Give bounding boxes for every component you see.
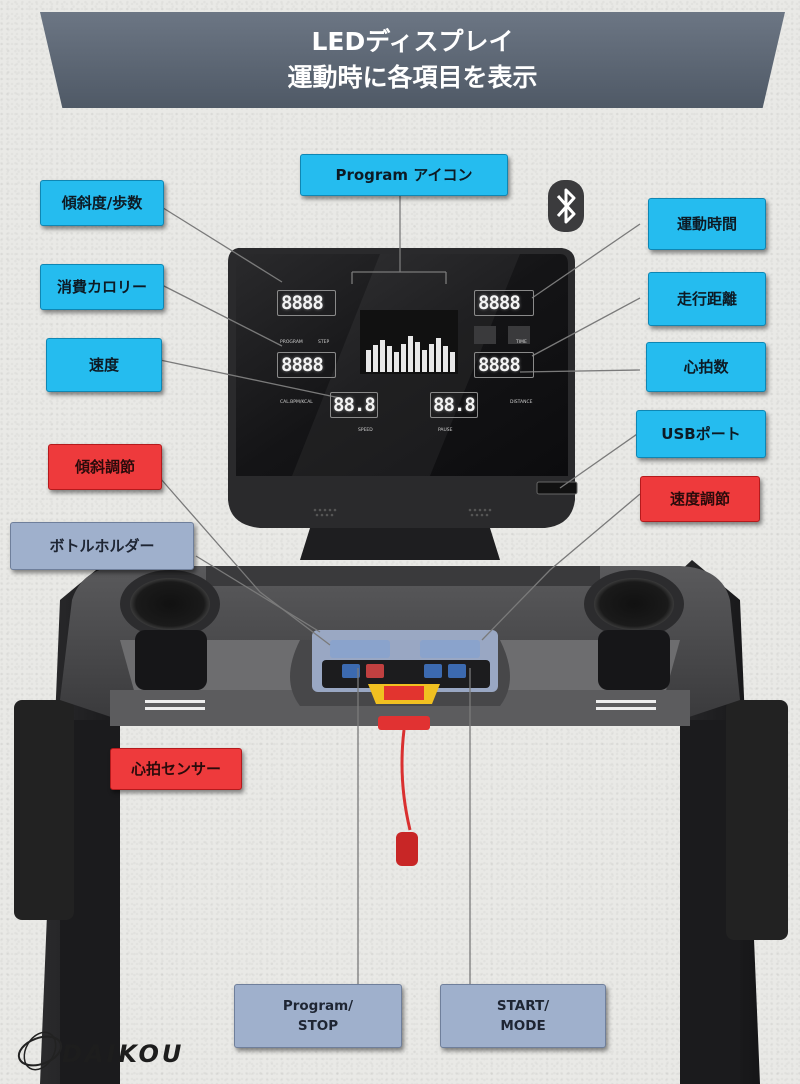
readout-calories: 8888 [281,354,324,376]
header-title-line2: 運動時に各項目を表示 [287,63,538,92]
readout-distance-frame [474,352,534,378]
readout-time: 8888 [478,292,521,314]
label-program-icon: Program アイコン [300,154,508,196]
label-program-stop: Program/ STOP [234,984,402,1048]
label-heart-rate: 心拍数 [646,342,766,392]
label-usb-port: USBポート [636,410,766,458]
readout-heart: 88.8 [433,394,476,416]
readout-speed-frame [330,392,378,418]
bottle-holder-right [584,570,684,690]
label-program-stop-line1: Program/ [282,998,354,1014]
readout-incline: 8888 [281,292,324,314]
label-start-mode: START/ MODE [440,984,606,1048]
leader-lines [159,196,641,984]
display-label-pause: PAUSE [438,428,453,433]
display-label-program: PROGRAM [280,340,303,345]
label-distance: 走行距離 [648,272,766,326]
readout-time-frame [474,290,534,316]
label-heart-sensor: 心拍センサー [110,748,242,790]
bottle-holder-left [120,570,220,690]
label-incline-adjust: 傾斜調節 [48,444,162,490]
header-banner: LEDディスプレイ 運動時に各項目を表示 [40,12,785,108]
label-start-mode-line1: START/ [496,998,550,1014]
readout-distance: 8888 [478,354,521,376]
readout-incline-frame [277,290,336,316]
label-program-stop-line2: STOP [297,1018,339,1034]
display-label-step: STEP [318,340,330,345]
header-title-line1: LEDディスプレイ [311,27,514,56]
label-speed-adjust: 速度調節 [640,476,760,522]
readout-speed: 88.8 [333,394,376,416]
label-incline-steps: 傾斜度/歩数 [40,180,164,226]
readout-calories-frame [277,352,336,378]
program-graph [366,336,455,372]
display-label-speed: SPEED [358,428,373,433]
safety-key [378,716,430,866]
label-bottle-holder: ボトルホルダー [10,522,194,570]
brand-name: DAIKOU [62,1040,185,1068]
label-calories: 消費カロリー [40,264,164,310]
label-start-mode-line2: MODE [500,1018,546,1034]
display-label-time: TIME [516,340,527,345]
label-speed: 速度 [46,338,162,392]
readout-heart-frame [430,392,478,418]
label-exercise-time: 運動時間 [648,198,766,250]
led-display-panel [228,248,578,528]
bluetooth-icon [548,180,584,232]
daikou-logo-icon [17,1031,63,1071]
display-label-distance: DISTANCE [510,400,533,405]
display-label-calories: CAL.BPM/KCAL [280,400,313,405]
